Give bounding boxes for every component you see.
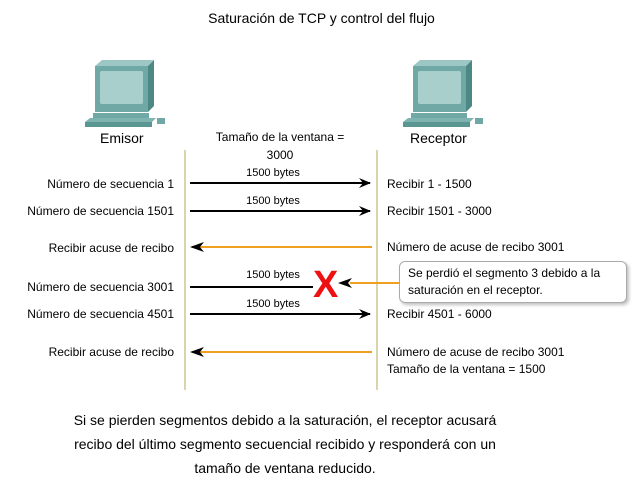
- footer-line2: recibo del último segmento secuencial re…: [74, 436, 496, 452]
- receiver-row-3: Número de acuse de recibo 3001: [387, 240, 565, 254]
- diagram-title: Saturación de TCP y control del flujo: [208, 10, 435, 26]
- receiver-row-6: Número de acuse de recibo 3001: [387, 345, 565, 359]
- footer-line3: tamaño de ventana reducido.: [194, 460, 376, 476]
- sender-row-1: Número de secuencia 1: [47, 177, 174, 191]
- receiver-row-5: Recibir 4501 - 6000: [387, 307, 492, 321]
- sender-lifeline: [184, 150, 186, 390]
- caption-row-4: 1500 bytes: [246, 269, 300, 281]
- sender-row-5: Número de secuencia 4501: [27, 307, 174, 321]
- window-size-line1: Tamaño de la ventana =: [215, 130, 345, 144]
- callout-line2: saturación en el receptor.: [408, 283, 543, 297]
- window-size-label: Tamaño de la ventana = 3000: [190, 128, 370, 164]
- ack-arrowhead-2: [190, 347, 204, 357]
- sender-row-4: Número de secuencia 3001: [27, 280, 174, 294]
- window-size-value: 3000: [266, 148, 294, 162]
- callout-pointer-arrowhead: [338, 278, 352, 288]
- callout-line1: Se perdió el segmento 3 debido a la: [408, 266, 601, 280]
- computer-icon-receiver: [403, 60, 483, 127]
- caption-row-5: 1500 bytes: [246, 298, 300, 310]
- caption-row-1: 1500 bytes: [246, 167, 300, 179]
- footer-line1: Si se pierden segmentos debido a la satu…: [73, 412, 497, 428]
- footer-explanation: Si se pierden segmentos debido a la satu…: [0, 408, 570, 480]
- computer-icon-sender: [85, 60, 165, 127]
- lost-segment-x-icon: X: [313, 264, 339, 306]
- receiver-lifeline: [376, 150, 378, 390]
- caption-row-2: 1500 bytes: [246, 195, 300, 207]
- sender-row-3: Recibir acuse de recibo: [48, 241, 174, 255]
- sender-row-2: Número de secuencia 1501: [27, 204, 174, 218]
- ack-arrowhead-1: [190, 242, 204, 252]
- receiver-row-6-window: Tamaño de la ventana = 1500: [387, 362, 546, 376]
- receiver-label: Receptor: [410, 130, 467, 146]
- sender-label: Emisor: [100, 130, 144, 146]
- receiver-row-2: Recibir 1501 - 3000: [387, 204, 492, 218]
- lost-segment-callout: Se perdió el segmento 3 debido a la satu…: [399, 261, 627, 303]
- sender-row-6: Recibir acuse de recibo: [48, 345, 174, 359]
- receiver-row-1: Recibir 1 - 1500: [387, 177, 472, 191]
